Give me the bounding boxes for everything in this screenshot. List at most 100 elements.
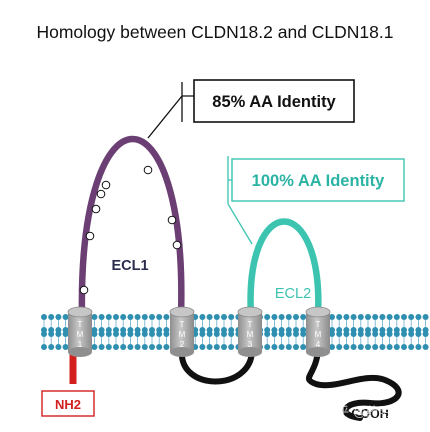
lipid-head — [264, 331, 271, 337]
lipid-head — [278, 314, 285, 320]
tm-helix-2: T M 2 — [169, 306, 195, 357]
lipid-head — [401, 344, 407, 350]
lipid-head — [127, 344, 134, 350]
lipid-head — [401, 331, 407, 337]
callout-box — [193, 79, 355, 123]
lipid-head — [357, 331, 364, 337]
lipid-head — [228, 314, 235, 320]
lipid-head — [415, 344, 422, 350]
membrane-outer-heads-2 — [41, 327, 429, 333]
lipid-head — [285, 344, 292, 350]
residue-marker — [91, 204, 101, 214]
lipid-head — [48, 331, 55, 337]
lipid-head — [149, 314, 155, 320]
lipid-head — [221, 344, 227, 350]
residue-marker — [85, 231, 95, 241]
tm-number: 1 — [78, 340, 83, 349]
lipid-head — [408, 331, 415, 337]
lipid-head — [120, 331, 127, 337]
lipid-head — [55, 344, 62, 350]
lipid-head — [365, 344, 371, 350]
lipid-head — [379, 344, 386, 350]
lipid-head — [41, 314, 47, 320]
tm-helix-3: T M 3 — [237, 306, 263, 357]
tm-helix-4: T M 4 — [305, 306, 331, 357]
tm-letter-t: T — [180, 320, 185, 329]
lipid-head — [285, 314, 292, 320]
lipid-head — [163, 314, 170, 320]
lipid-head — [156, 344, 163, 350]
lipid-head — [293, 331, 299, 337]
lipid-head — [372, 314, 379, 320]
tm-helix-1: T M 1 — [67, 306, 93, 357]
lipid-head — [415, 331, 422, 337]
lipid-head — [213, 314, 220, 320]
lipid-head — [105, 314, 112, 320]
lipid-head — [293, 344, 299, 350]
tm-letter-m: M — [315, 330, 322, 339]
lipid-head — [422, 314, 429, 320]
callout-box — [231, 158, 405, 202]
lipid-head — [141, 314, 148, 320]
lipid-head — [48, 344, 55, 350]
n-terminus-box — [41, 390, 95, 417]
ecl1-residue-markers — [79, 165, 182, 295]
lipid-head — [41, 331, 47, 337]
lipid-head — [120, 344, 127, 350]
lipid-head — [199, 344, 206, 350]
lipid-head — [221, 314, 227, 320]
lipid-head — [372, 344, 379, 350]
lipid-head — [343, 344, 350, 350]
lipid-head — [91, 344, 98, 350]
lipid-head — [271, 314, 278, 320]
lipid-head — [105, 344, 112, 350]
lipid-head — [271, 344, 278, 350]
watermark: 知乎 @药明生物 — [324, 404, 415, 419]
lipid-head — [343, 314, 350, 320]
membrane-outer-heads — [41, 314, 429, 320]
lipid-head — [163, 344, 170, 350]
lipid-head — [329, 344, 335, 350]
lipid-head — [127, 314, 134, 320]
lipid-head — [105, 331, 112, 337]
lipid-head — [98, 331, 105, 337]
residue-marker — [143, 165, 153, 175]
lipid-head — [228, 331, 235, 337]
lipid-head — [113, 331, 119, 337]
callout-text: 85% AA Identity — [212, 93, 336, 111]
membrane-inner-heads-2 — [41, 344, 429, 350]
lipid-head — [120, 314, 127, 320]
lipid-head — [163, 331, 170, 337]
membrane-inner-heads — [41, 331, 429, 337]
ecl2-identity-callout: 100% AA Identity — [227, 156, 405, 245]
tm-letter-t: T — [248, 320, 253, 329]
lipid-head — [199, 331, 206, 337]
lipid-head — [336, 331, 343, 337]
lipid-head — [278, 331, 285, 337]
ecl1-loop — [78, 136, 185, 320]
n-terminus-label: NH2 — [55, 397, 81, 412]
lipid-head — [213, 331, 220, 337]
lipid-head — [206, 331, 213, 337]
lipid-head — [357, 344, 364, 350]
lipid-head — [55, 314, 62, 320]
lipid-head — [149, 331, 155, 337]
lipid-head — [221, 331, 227, 337]
lipid-head — [293, 314, 299, 320]
residue-marker — [96, 189, 106, 199]
callout-text: 100% AA Identity — [252, 172, 385, 190]
lipid-head — [285, 331, 292, 337]
lipid-head — [386, 344, 393, 350]
lipid-head — [134, 344, 141, 350]
lipid-head — [422, 344, 429, 350]
lipid-head — [336, 344, 343, 350]
tm-letter-m: M — [77, 330, 84, 339]
lipid-head — [393, 314, 400, 320]
lipid-head — [300, 331, 307, 337]
residue-marker — [101, 180, 111, 190]
lipid-head — [393, 331, 400, 337]
lipid-head — [379, 331, 386, 337]
lipid-head — [300, 314, 307, 320]
lipid-head — [365, 314, 371, 320]
lipid-head — [300, 344, 307, 350]
